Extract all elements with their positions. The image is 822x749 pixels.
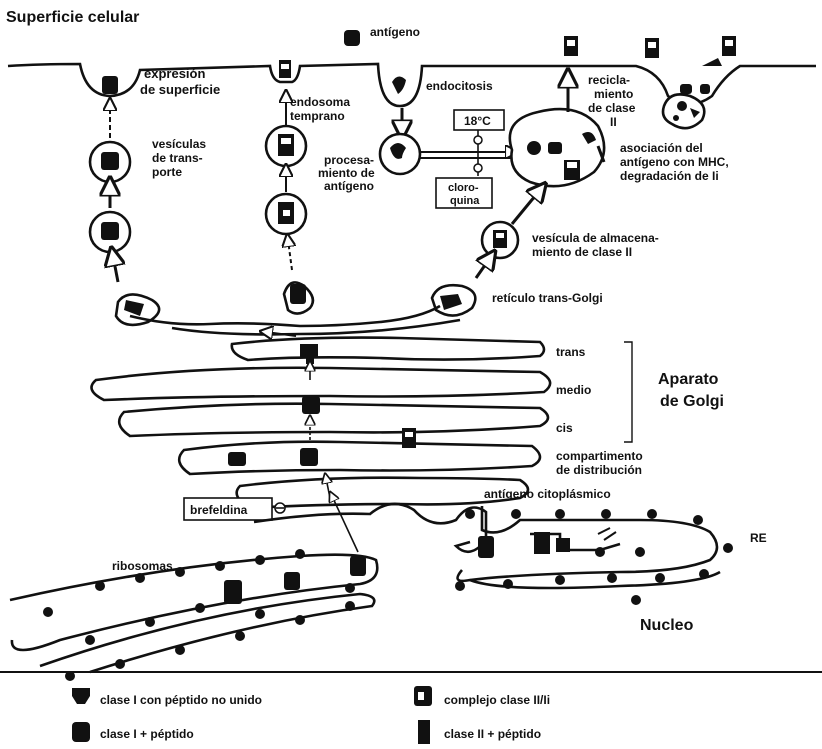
trans-golgi-label: retículo trans-Golgi xyxy=(492,291,603,305)
association-label-3: degradación de Ii xyxy=(620,169,719,183)
diagram-title: Superficie celular xyxy=(6,9,139,26)
legend-item-1-label: clase I con péptido no unido xyxy=(100,693,262,707)
golgi-trans-label: trans xyxy=(556,345,586,359)
golgi-apparatus-label-2: de Golgi xyxy=(660,393,724,410)
golgi-stack xyxy=(92,332,551,508)
chloroquine-label-1: cloro- xyxy=(448,182,479,194)
recycling-label-1: recicla- xyxy=(588,73,630,87)
chloroquine-label-2: quina xyxy=(450,195,480,207)
legend-item-4-label: clase II + péptido xyxy=(444,727,541,741)
class-i-peptide-icon xyxy=(72,722,90,742)
processing-label-1: procesa- xyxy=(324,153,374,167)
brefeldin-label: brefeldina xyxy=(190,503,248,517)
er-label: RE xyxy=(750,531,767,545)
golgi-medio-label: medio xyxy=(556,383,591,397)
ribosomes-label: ribosomas xyxy=(112,559,173,573)
surface-expression-label-2: de superficie xyxy=(140,82,220,97)
recycling-label-4: II xyxy=(610,115,617,129)
endocytosis-label: endocitosis xyxy=(426,79,493,93)
storage-vesicle-label-1: vesícula de almacena- xyxy=(532,231,659,245)
temperature-label: 18°C xyxy=(464,114,491,128)
recycling-label-3: de clase xyxy=(588,101,636,115)
association-label-1: asociación del xyxy=(620,141,703,155)
cytoplasmic-antigen-label: antígeno citoplásmico xyxy=(484,487,611,501)
class-ii-peptide-icon xyxy=(418,720,430,744)
legend: clase I con péptido no unido complejo cl… xyxy=(72,686,550,744)
transport-vesicles-label-3: porte xyxy=(152,165,182,179)
class-ii-ii-complex-icon xyxy=(414,686,432,706)
early-endosome-label-2: temprano xyxy=(290,109,345,123)
endoplasmic-reticulum xyxy=(10,496,720,672)
endosome-pathway xyxy=(266,96,313,314)
processing-label-3: antígeno xyxy=(324,179,374,193)
class-i-unbound-icon xyxy=(72,688,90,704)
sorting-compartment-label-1: compartimento xyxy=(556,449,643,463)
legend-item-2-label: complejo clase II/Ii xyxy=(444,693,550,707)
recycling-label-2: miento xyxy=(594,87,633,101)
association-label-2: antígeno con MHC, xyxy=(620,155,729,169)
antigen-label: antígeno xyxy=(370,25,420,39)
transport-vesicles-label-1: vesículas xyxy=(152,137,206,151)
legend-item-3-label: clase I + péptido xyxy=(100,727,194,741)
golgi-cis-label: cis xyxy=(556,421,573,435)
early-endosome-label-1: endosoma xyxy=(290,95,350,109)
class-i-transport-pathway xyxy=(90,104,159,325)
nucleus-label: Nucleo xyxy=(640,617,694,634)
sorting-compartment-label-2: de distribución xyxy=(556,463,642,477)
surface-expression-label-1: expresión xyxy=(144,66,205,81)
golgi-bracket xyxy=(624,342,632,442)
storage-vesicle-label-2: miento de clase II xyxy=(532,245,632,259)
processing-label-2: miento de xyxy=(318,166,375,180)
transport-vesicles-label-2: de trans- xyxy=(152,151,203,165)
golgi-apparatus-label-1: Aparato xyxy=(658,371,719,388)
